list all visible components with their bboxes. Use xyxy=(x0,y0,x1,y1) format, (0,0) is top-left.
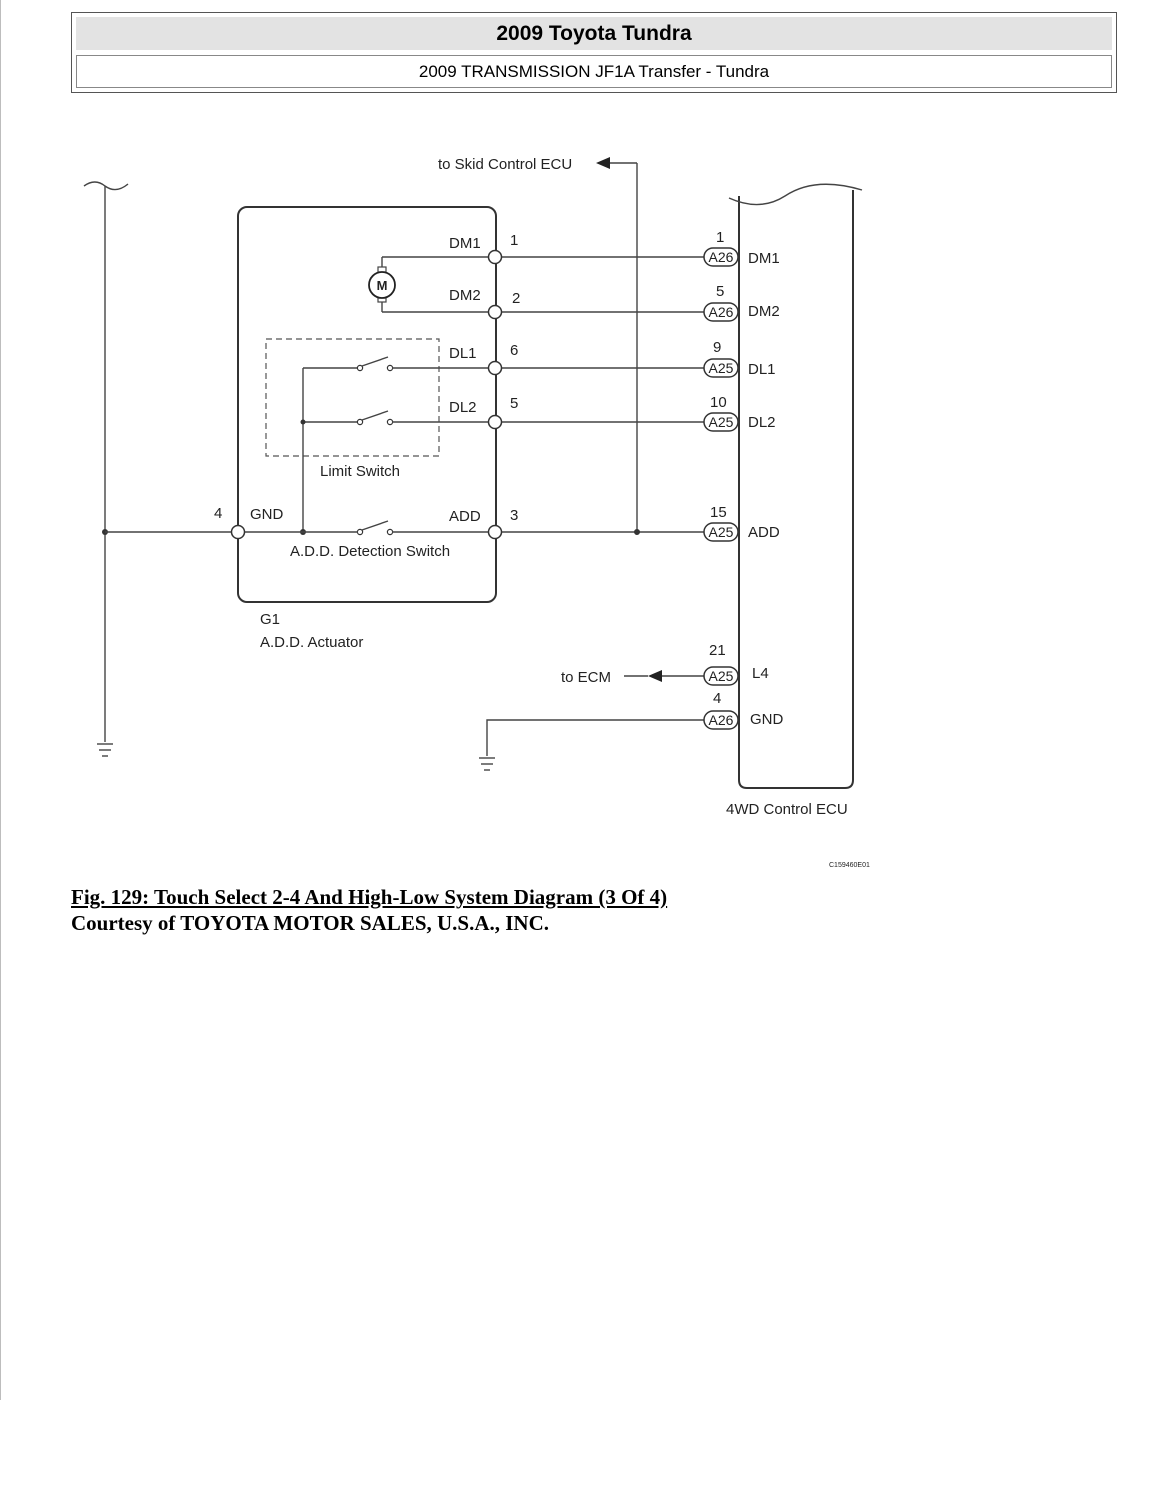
figure-title: Fig. 129: Touch Select 2-4 And High-Low … xyxy=(71,885,668,909)
actuator-name: A.D.D. Actuator xyxy=(260,634,363,651)
pin-label-dm2: DM2 xyxy=(449,287,481,304)
pin-label-add: ADD xyxy=(449,508,481,525)
ecu-break xyxy=(728,183,863,206)
svg-text:L4: L4 xyxy=(752,665,769,682)
pin-label-dm1: DM1 xyxy=(449,235,481,252)
left-bus-break xyxy=(83,181,129,191)
actuator-terminals xyxy=(230,249,503,540)
svg-text:DL2: DL2 xyxy=(748,414,776,431)
limit-switch-box xyxy=(265,338,440,457)
ecu-gnd-wire xyxy=(486,719,705,756)
pin-label-gnd: GND xyxy=(250,506,284,523)
pin-num-dm1: 1 xyxy=(510,232,518,249)
detection-switch-label: A.D.D. Detection Switch xyxy=(290,543,450,560)
courtesy-line: Courtesy of TOYOTA MOTOR SALES, U.S.A., … xyxy=(71,911,550,935)
svg-text:10: 10 xyxy=(710,394,727,411)
svg-text:A25: A25 xyxy=(709,414,734,430)
svg-text:GND: GND xyxy=(750,711,784,728)
svg-text:A25: A25 xyxy=(709,524,734,540)
pin-num-dl2: 5 xyxy=(510,395,518,412)
pin-num-add: 3 xyxy=(510,507,518,524)
ecu-box xyxy=(738,190,854,789)
ecu-connector-dl1: 9 A25 DL1 xyxy=(703,339,776,378)
svg-text:DM1: DM1 xyxy=(748,250,780,267)
svg-text:5: 5 xyxy=(716,283,724,300)
document-title: 2009 Toyota Tundra xyxy=(76,17,1112,50)
document-subtitle: 2009 TRANSMISSION JF1A Transfer - Tundra xyxy=(76,55,1112,88)
svg-text:DM2: DM2 xyxy=(748,303,780,320)
svg-text:9: 9 xyxy=(713,339,721,356)
svg-text:A25: A25 xyxy=(709,668,734,684)
figure-caption: Fig. 129: Touch Select 2-4 And High-Low … xyxy=(71,884,667,936)
skid-arrow-icon xyxy=(596,157,610,169)
left-ground-symbol xyxy=(97,743,113,757)
ecm-arrow-icon xyxy=(648,670,662,682)
svg-text:M: M xyxy=(377,278,388,293)
svg-text:A26: A26 xyxy=(709,712,734,728)
ecu-name: 4WD Control ECU xyxy=(726,801,848,818)
ecu-connector-dm1: 1 A26 DM1 xyxy=(703,229,780,267)
to-ecm-label: to ECM xyxy=(561,669,611,686)
ecu-connector-dl2: 10 A25 DL2 xyxy=(703,394,776,432)
svg-text:15: 15 xyxy=(710,504,727,521)
dl2-switch-icon xyxy=(356,410,394,426)
ecu-ground-symbol xyxy=(479,757,495,771)
ecu-connector-dm2: 5 A26 DM2 xyxy=(703,283,780,322)
ecu-connector-gnd: 4 A26 GND xyxy=(703,690,784,730)
svg-text:A26: A26 xyxy=(709,304,734,320)
diagram-code: C159460E01 xyxy=(829,862,870,869)
svg-text:A25: A25 xyxy=(709,360,734,376)
svg-text:1: 1 xyxy=(716,229,724,246)
svg-text:DL1: DL1 xyxy=(748,361,776,378)
pin-label-dl2: DL2 xyxy=(449,399,477,416)
page-left-rule xyxy=(0,0,1,1400)
limit-switch-label: Limit Switch xyxy=(320,463,400,480)
svg-text:A26: A26 xyxy=(709,249,734,265)
wiring-diagram: M to Skid Control ECU to ECM xyxy=(83,156,870,869)
document-header: 2009 Toyota Tundra 2009 TRANSMISSION JF1… xyxy=(71,12,1117,93)
dl1-switch-icon xyxy=(356,356,394,372)
ecu-connector-add: 15 A25 ADD xyxy=(703,504,780,542)
actuator-box xyxy=(237,206,497,603)
pin-num-gnd: 4 xyxy=(214,505,222,522)
svg-text:21: 21 xyxy=(709,642,726,659)
ecu-connector-l4: 21 A25 L4 xyxy=(703,642,769,686)
motor-icon: M xyxy=(368,257,396,312)
svg-text:4: 4 xyxy=(713,690,721,707)
svg-text:ADD: ADD xyxy=(748,524,780,541)
pin-label-dl1: DL1 xyxy=(449,345,477,362)
add-detection-switch-icon xyxy=(356,520,394,536)
pin-num-dl1: 6 xyxy=(510,342,518,359)
to-skid-label: to Skid Control ECU xyxy=(438,156,572,173)
pin-num-dm2: 2 xyxy=(512,290,520,307)
actuator-code: G1 xyxy=(260,611,280,628)
